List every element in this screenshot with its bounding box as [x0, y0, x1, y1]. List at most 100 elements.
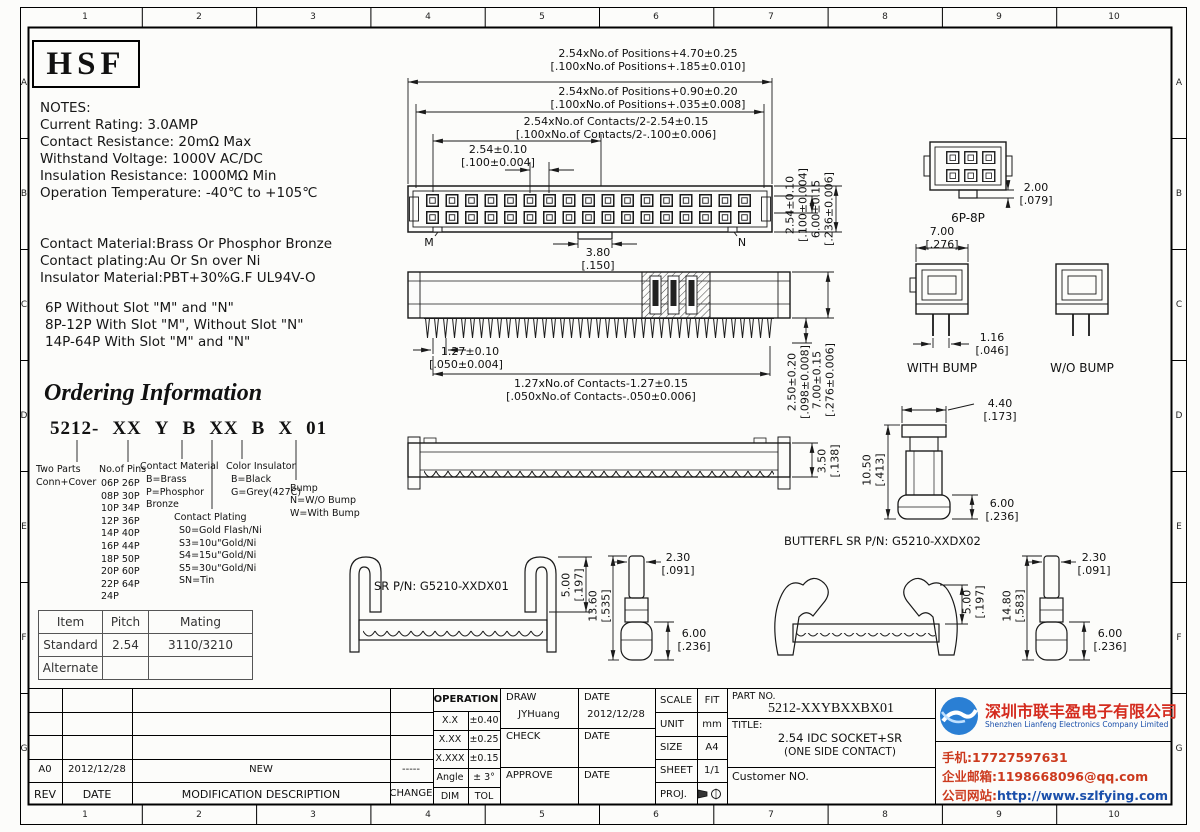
ruler-col: 6	[653, 12, 659, 22]
ruler-col: 5	[539, 810, 545, 820]
ruler-col: 9	[996, 12, 1002, 22]
company-website-link[interactable]: http://www.szlfying.com	[997, 788, 1169, 803]
top-view	[407, 185, 773, 240]
table-cell: Standard	[38, 633, 103, 657]
check-label: CHECK	[506, 731, 541, 742]
ruler-row: B	[20, 189, 28, 199]
dim-side-bottom-in: [.236]	[985, 510, 1019, 523]
dim-body-width-vertical: 6.00±0.15 [.236±0.006]	[809, 172, 835, 246]
company-name-cn: 深圳市联丰盈电子有限公司	[985, 702, 1178, 721]
label-6p-8p: 6P-8P	[951, 211, 985, 225]
dim-contacts-half-mm: 2.54xNo.of Contacts/2-2.54±0.15	[523, 115, 709, 128]
comb-view	[407, 271, 791, 319]
sr-mid-view	[620, 555, 653, 661]
ordering-color-title: Color Insulator	[226, 461, 296, 472]
view-with-bump	[909, 263, 969, 336]
rev-header: REV	[33, 788, 57, 801]
view-6p-8p-dims	[977, 180, 1014, 208]
dim-pin-mm: 1.16	[979, 331, 1005, 344]
ordering-pins-list: 06P 26P 08P 30P 10P 34P 12P 36P 14P 40P …	[101, 478, 140, 603]
company-website-line: 公司网站:http://www.szlfying.com	[942, 785, 1168, 804]
table-header-item: Item	[38, 610, 103, 634]
part-no-value: 5212-XXYBXXBX01	[768, 701, 894, 716]
approve-label: APPROVE	[506, 770, 553, 781]
dim-6p8p-tab-in: [.079]	[1019, 194, 1053, 207]
ruler-row: E	[21, 522, 27, 532]
profile-dims	[792, 442, 818, 478]
ordering-leaders	[76, 440, 297, 509]
rev-description-header: MODIFICATION DESCRIPTION	[181, 788, 341, 801]
top-view-dims	[407, 78, 842, 248]
dim-tab-mm: 3.80	[585, 246, 611, 259]
ordering-two-parts: Two Parts Conn+Cover	[36, 464, 97, 488]
label-butterfly-sr-part-number: BUTTERFL SR P/N: G5210-XXDX02	[784, 534, 981, 548]
dim-sr1-height-vertical: 5.00 [.197]	[559, 568, 585, 602]
slot-notes-block: 6P Without Slot "M" and "N" 8P-12P With …	[45, 300, 304, 350]
dim-6p8p-tab-mm: 2.00	[1023, 181, 1049, 194]
dim-tab-in: [.150]	[581, 259, 615, 272]
dim-srm-base-in: [.236]	[677, 640, 711, 653]
ruler-col: 7	[768, 810, 774, 820]
scale-label: SCALE	[660, 695, 693, 706]
ruler-row: G	[1175, 744, 1183, 754]
approve-date-label: DATE	[584, 770, 611, 781]
table-cell: 2.54	[102, 633, 149, 657]
dim-srm-base-mm: 6.00	[681, 627, 707, 640]
ruler-col: 5	[539, 12, 545, 22]
ruler-row: D	[20, 411, 28, 421]
ruler-col: 8	[882, 12, 888, 22]
rev-change-header: CHANGE	[389, 788, 433, 799]
draw-date-value: 2012/12/28	[587, 709, 645, 720]
size-label: SIZE	[660, 742, 683, 753]
notes-title: NOTES:	[40, 100, 91, 116]
table-header-mating: Mating	[148, 610, 253, 634]
table-cell: Alternate	[38, 656, 103, 680]
customer-no-label: Customer NO.	[732, 770, 809, 783]
sheet-value: 1/1	[703, 765, 721, 776]
sr-bar-dims	[549, 556, 592, 613]
notes-block: NOTES: Current Rating: 3.0AMP Contact Re…	[40, 100, 318, 201]
company-website-label: 公司网站:	[942, 788, 997, 803]
side-part-view	[897, 424, 951, 520]
ruler-row: B	[1175, 189, 1183, 199]
sr-butterfly-dims	[940, 584, 968, 625]
ruler-col: 2	[196, 12, 202, 22]
company-name-en: Shenzhen Lianfeng Electronics Company Li…	[985, 720, 1169, 729]
dim-positions-inner-mm: 2.54xNo.of Positions+0.90±0.20	[558, 85, 738, 98]
pitch-mating-table: Item Pitch Mating Standard 2.54 3110/321…	[38, 610, 253, 680]
ruler-row: A	[1175, 78, 1183, 88]
label-wo-bump: W/O BUMP	[1050, 361, 1114, 375]
dim-pitch-in: [.100±0.004]	[461, 156, 535, 169]
ruler-col: 4	[425, 810, 431, 820]
ruler-col: 7	[768, 12, 774, 22]
comb-dims	[413, 271, 834, 377]
dim-srr-height-vertical: 14.80 [.583]	[1000, 589, 1026, 623]
dim-side-height-vertical: 10.50 [.413]	[860, 453, 886, 487]
ordering-contact-material-title: Contact Material	[140, 461, 219, 472]
dim-idc-pitch-mm: 1.27±0.10	[440, 345, 500, 358]
dim-row-pitch-vertical: 2.54±0.10 [.100±0.004]	[783, 168, 809, 242]
materials-block: Contact Material:Brass Or Phosphor Bronz…	[40, 236, 333, 286]
ruler-row: C	[1175, 300, 1183, 310]
ordering-title: Ordering Information	[44, 380, 263, 406]
drawing-title-line2: (ONE SIDE CONTACT)	[784, 746, 896, 758]
company-logo-icon	[938, 695, 980, 740]
dim-srr-width-in: [.091]	[1077, 564, 1111, 577]
dim-idc-span-mm: 1.27xNo.of Contacts-1.27±0.15	[513, 377, 689, 390]
dim-srm-width-mm: 2.30	[665, 551, 691, 564]
company-email: 企业邮箱:1198668096@qq.com	[942, 769, 1149, 784]
ruler-row: A	[20, 78, 28, 88]
company-logo-hsf: HSF	[32, 40, 140, 88]
ruler-col: 1	[82, 810, 88, 820]
ordering-bump-list: N=W/O Bump W=With Bump	[290, 495, 360, 519]
side-part-dims	[884, 403, 978, 520]
projection-symbol-icon	[696, 788, 724, 803]
dim-tail-vertical: 2.50±0.20 [.098±0.008]	[785, 345, 811, 419]
rev-value: A0	[38, 764, 52, 775]
table-cell	[102, 656, 149, 680]
title-label: TITLE:	[732, 720, 763, 731]
ruler-col: 9	[996, 810, 1002, 820]
draw-date-label: DATE	[584, 692, 611, 703]
sr-mid-dims	[608, 555, 674, 661]
